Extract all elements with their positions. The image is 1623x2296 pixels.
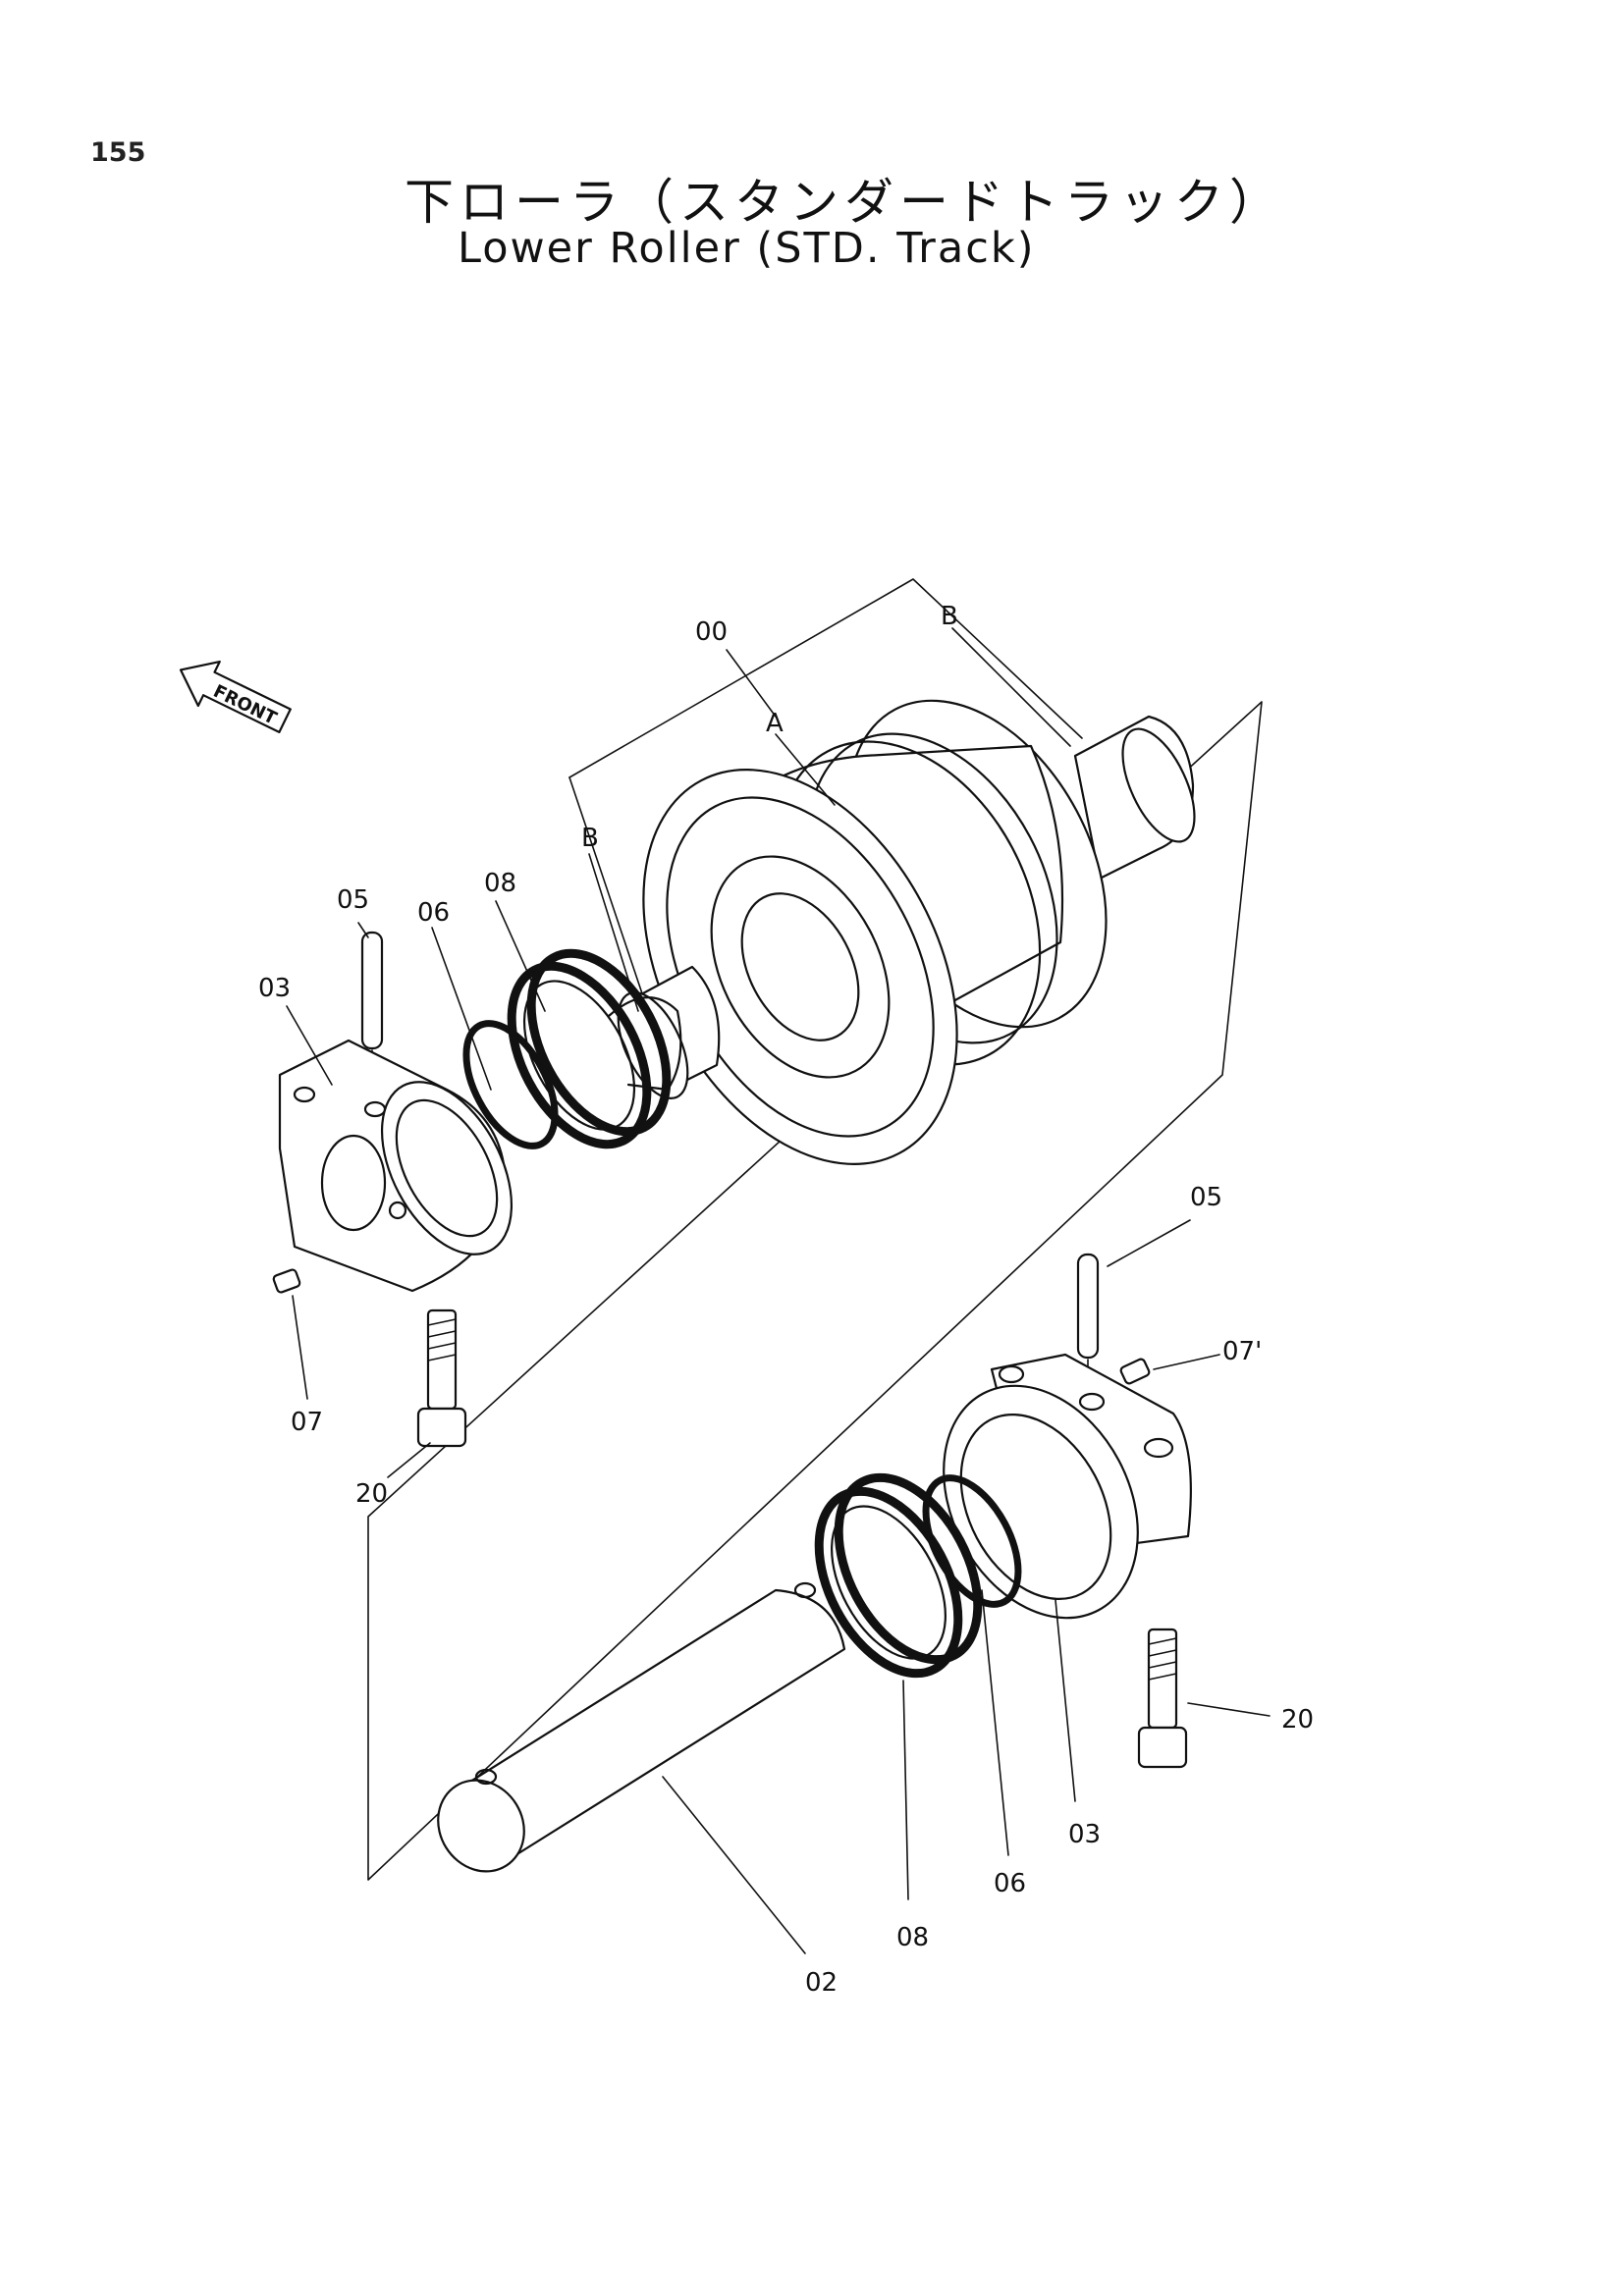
collar-03-left	[278, 1039, 514, 1293]
label-03-left: 03	[258, 974, 291, 1003]
collar-03-right	[943, 1353, 1192, 1620]
bolt-20-right	[1137, 1628, 1188, 1769]
label-20-right: 20	[1281, 1705, 1314, 1735]
roller-bracket-lines	[568, 578, 1083, 1012]
label-07-right: 07'	[1222, 1337, 1262, 1366]
label-08-left: 08	[484, 869, 516, 898]
label-03-right: 03	[1068, 1820, 1101, 1849]
o-ring-06-left	[462, 1020, 559, 1149]
floating-seal-08-left	[507, 948, 672, 1149]
bolt-20-left	[416, 1308, 467, 1448]
label-06-left: 06	[417, 898, 450, 928]
set-screw-07-right	[1119, 1358, 1151, 1385]
label-05-left: 05	[337, 885, 369, 915]
label-20-left: 20	[355, 1479, 388, 1509]
roller-assembly	[607, 699, 1196, 1165]
label-08-right: 08	[896, 1923, 929, 1952]
label-02: 02	[805, 1968, 838, 1998]
floating-seal-08-right	[814, 1472, 983, 1679]
page-number: 155	[90, 137, 146, 168]
label-b-top: B	[941, 602, 958, 631]
label-06-right: 06	[994, 1869, 1026, 1898]
label-05-right: 05	[1190, 1183, 1222, 1212]
label-07-left: 07	[291, 1408, 323, 1437]
title-english: Lower Roller (STD. Track)	[458, 224, 1036, 273]
set-screw-07-left	[272, 1268, 301, 1294]
label-00: 00	[695, 617, 728, 647]
label-a: A	[766, 709, 784, 738]
assembly-frame	[367, 701, 1263, 1881]
shaft-02	[437, 1581, 846, 1873]
part-labels: 00 A B B 05 06 08 03 07 20 05 07' 20 03 …	[258, 602, 1314, 1998]
label-b-left: B	[581, 824, 599, 853]
front-arrow-icon: FRONT	[179, 660, 292, 733]
leader-lines	[286, 627, 1271, 1954]
title-japanese: 下ローラ（スタンダードトラック）	[405, 174, 1284, 231]
